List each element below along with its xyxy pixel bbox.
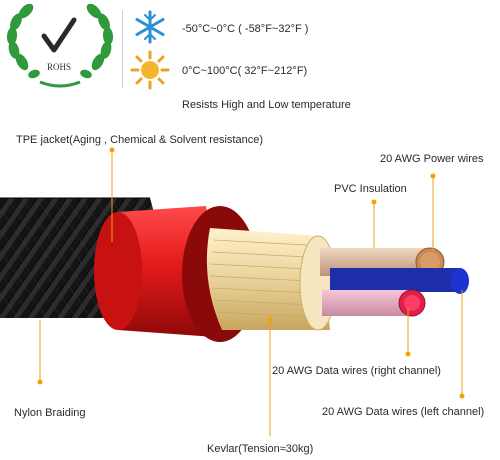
callout-dots (37, 147, 465, 399)
rohs-label: ROHS (47, 62, 72, 72)
sun-icon (130, 50, 170, 90)
callout-lines (39, 150, 463, 436)
temperature-caption: Resists High and Low temperature (182, 99, 351, 111)
data-wires-right-label: 20 AWG Data wires (right channel) (272, 365, 441, 377)
rohs-badge (6, 3, 114, 88)
header-divider (122, 10, 123, 88)
tpe-jacket-label: TPE jacket(Aging , Chemical & Solvent re… (16, 134, 263, 146)
checkmark-icon (41, 17, 77, 53)
power-wires-label: 20 AWG Power wires (380, 153, 484, 165)
snowflake-icon (135, 10, 165, 44)
hot-range-text: 0°C~100°C( 32°F~212°F) (182, 65, 308, 77)
data-wires-left-label: 20 AWG Data wires (left channel) (322, 406, 485, 418)
data-wires-right (322, 289, 426, 317)
nylon-braiding-label: Nylon Braiding (14, 407, 86, 419)
kevlar-layer (206, 228, 337, 331)
cold-range-text: -50°C~0°C ( -58°F~32°F ) (182, 23, 309, 35)
kevlar-label: Kevlar(Tension≈30kg) (207, 443, 314, 455)
laurel-wreath-icon (6, 3, 114, 88)
pvc-insulation-label: PVC Insulation (334, 183, 407, 195)
data-wires-left (330, 268, 469, 294)
